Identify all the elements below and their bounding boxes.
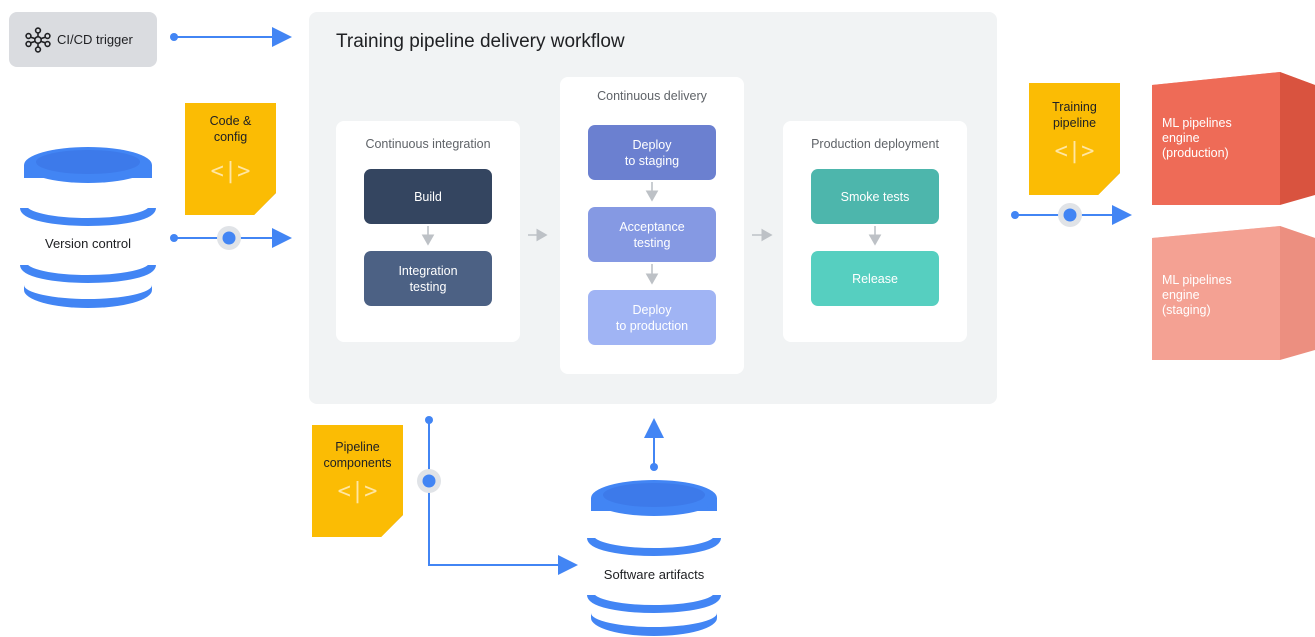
training-pipeline-file: Training pipeline <|> [1029, 83, 1120, 195]
ci-title: Continuous integration [365, 137, 491, 151]
connector-dots [170, 33, 1082, 493]
code-icon: <|> [210, 159, 251, 184]
engine-staging-label: ML pipelines engine (staging) [1162, 273, 1232, 317]
software-artifacts-label: Software artifacts [603, 567, 705, 582]
cd-title: Continuous delivery [597, 89, 707, 103]
engine-production-box [1152, 72, 1315, 205]
network-icon [25, 27, 51, 53]
build-stage: Build [364, 169, 492, 224]
engine-staging-box [1152, 226, 1315, 360]
pipeline-components-label: Pipeline components [323, 440, 392, 470]
code-icon: <|> [1054, 139, 1095, 164]
code-config-file: Code & config <|> [185, 103, 276, 215]
version-control-label: Version control [45, 236, 131, 251]
workflow-title: Training pipeline delivery workflow [336, 31, 625, 52]
deploy-production-stage: Deploy to production [588, 290, 716, 345]
software-artifacts-cylinder [587, 480, 721, 636]
pipeline-components-file: Pipeline components <|> [312, 425, 403, 537]
engine-production-label: ML pipelines engine (production) [1162, 116, 1232, 160]
integration-testing-stage: Integration testing [364, 251, 492, 306]
release-stage: Release [811, 251, 939, 306]
version-control-cylinder [20, 147, 156, 308]
training-pipeline-label: Training pipeline [1052, 100, 1097, 130]
acceptance-testing-stage: Acceptance testing [588, 207, 716, 262]
pd-title: Production deployment [811, 137, 939, 151]
code-icon: <|> [337, 479, 378, 504]
deploy-staging-stage: Deploy to staging [588, 125, 716, 180]
trigger-label: CI/CD trigger [57, 32, 133, 47]
code-config-label: Code & config [209, 114, 252, 144]
grey-arrows [421, 182, 882, 285]
smoke-tests-stage: Smoke tests [811, 169, 939, 224]
cicd-trigger: CI/CD trigger [9, 12, 157, 67]
